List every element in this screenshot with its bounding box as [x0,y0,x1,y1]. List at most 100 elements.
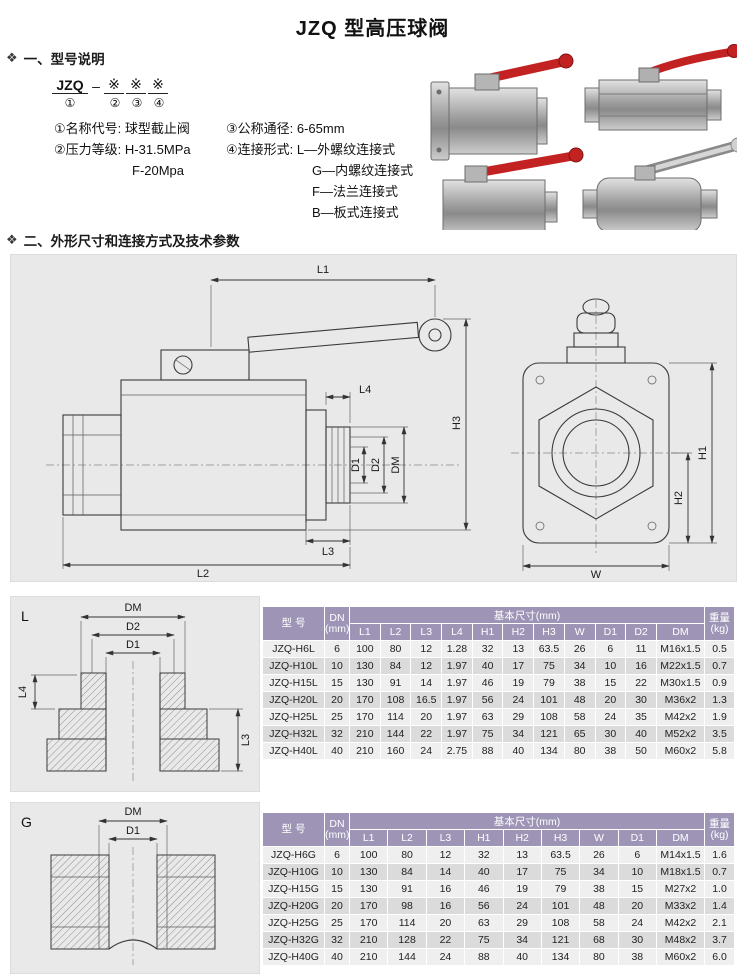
value-cell: 3.5 [704,725,735,743]
value-cell: 0.9 [704,674,735,692]
diamond-bullet-icon: ❖ [6,50,18,65]
value-cell: 56 [471,691,504,709]
value-cell: 20 [425,914,466,932]
value-cell: 46 [464,880,504,898]
value-cell: M42x2 [656,914,705,932]
dim-label-d2: D2 [370,458,382,472]
value-cell: 24 [502,691,535,709]
value-cell: 1.97 [441,657,473,675]
value-cell: 24 [425,948,466,966]
value-cell: 130 [349,657,381,675]
value-cell: 6.0 [704,948,735,966]
dim-label-dm: DM [124,602,141,614]
notes-left-column: ①名称代号: 球型截止阀 ②压力等级: H-31.5MPa F-20Mpa [54,118,226,223]
value-cell: 0.7 [704,863,735,881]
value-cell: 40 [324,948,350,966]
value-cell: 20 [617,897,658,915]
formula-num-4: ④ [153,96,165,110]
diamond-bullet-icon: ❖ [6,232,18,247]
value-cell: 170 [349,708,381,726]
detail-g-drawing: G DM D1 [21,806,216,965]
value-cell: 38 [617,948,658,966]
value-cell: 1.28 [441,640,473,658]
value-cell: 58 [563,708,596,726]
sub-header-cell: L1 [349,623,381,641]
value-cell: M30x1.5 [655,674,706,692]
value-cell: 1.6 [704,846,735,864]
value-cell: 63 [471,708,504,726]
value-cell: 108 [379,691,412,709]
value-cell: 2.1 [704,914,735,932]
value-cell: 134 [533,742,565,760]
value-cell: 34 [563,657,596,675]
value-cell: 24 [410,742,443,760]
model-notes: ①名称代号: 球型截止阀 ②压力等级: H-31.5MPa F-20Mpa ③公… [54,118,426,223]
valve-photo-2 [584,44,737,131]
value-cell: 1.9 [704,708,735,726]
value-cell: 1.97 [441,725,473,743]
front-view-dimensions: H1 H2 W [522,362,717,581]
dim-label-dm: DM [390,456,402,473]
value-cell: 16 [625,657,657,675]
value-cell: 75 [533,657,565,675]
dim-label-l4: L4 [359,384,371,396]
value-cell: 91 [387,880,427,898]
value-cell: 40 [324,742,350,760]
detail-l-drawing: L DM D2 D1 L4 L3 [17,602,252,783]
value-cell: 10 [594,657,627,675]
value-cell: 12 [425,846,466,864]
sub-header-cell: L2 [387,829,427,847]
model-cell: JZQ-H6L [262,640,325,658]
note-name-code: ①名称代号: 球型截止阀 [54,121,190,136]
value-cell: 6 [594,640,627,658]
value-cell: 75 [471,725,504,743]
formula-dash: – [92,78,100,94]
handle-knob-icon [730,137,737,153]
value-cell: 88 [471,742,504,760]
value-cell: 63 [464,914,504,932]
value-cell: 25 [324,914,350,932]
value-cell: 15 [324,880,350,898]
value-cell: 6 [324,640,350,658]
section1-heading-text: 一、型号说明 [23,52,105,67]
value-cell: 0.7 [704,657,735,675]
value-cell: 22 [425,931,466,949]
value-cell: 26 [563,640,596,658]
value-cell: M16x1.5 [655,640,706,658]
sub-header-cell: H2 [502,623,535,641]
sub-header-cell: H3 [533,623,565,641]
value-cell: 12 [410,640,443,658]
value-cell: 16 [425,880,466,898]
value-cell: 144 [379,725,412,743]
note-pressure: ②压力等级: H-31.5MPa [54,142,191,157]
formula-num-gap [88,96,104,110]
value-cell: M48x2 [656,931,705,949]
value-cell: 65 [563,725,596,743]
value-cell: 101 [540,897,581,915]
model-cell: JZQ-H10L [262,657,325,675]
value-cell: 13 [502,640,535,658]
value-cell: 84 [387,863,427,881]
col-model: 型 号 [262,606,325,641]
col-dn: DN (mm) [324,812,350,847]
sub-header-cell: L4 [441,623,473,641]
value-cell: 15 [594,674,627,692]
value-cell: 40 [471,657,504,675]
value-cell: 32 [464,846,504,864]
model-code-formula: JZQ – ※ ※ ※ ① ② ③ ④ [52,76,170,110]
model-cell: JZQ-H20L [262,691,325,709]
value-cell: 134 [540,948,581,966]
value-cell: 40 [502,948,542,966]
value-cell: 24 [502,897,542,915]
sub-header-cell: W [579,829,619,847]
value-cell: 17 [502,863,542,881]
model-cell: JZQ-H40L [262,742,325,760]
value-cell: 130 [348,863,389,881]
value-cell: 40 [625,725,657,743]
